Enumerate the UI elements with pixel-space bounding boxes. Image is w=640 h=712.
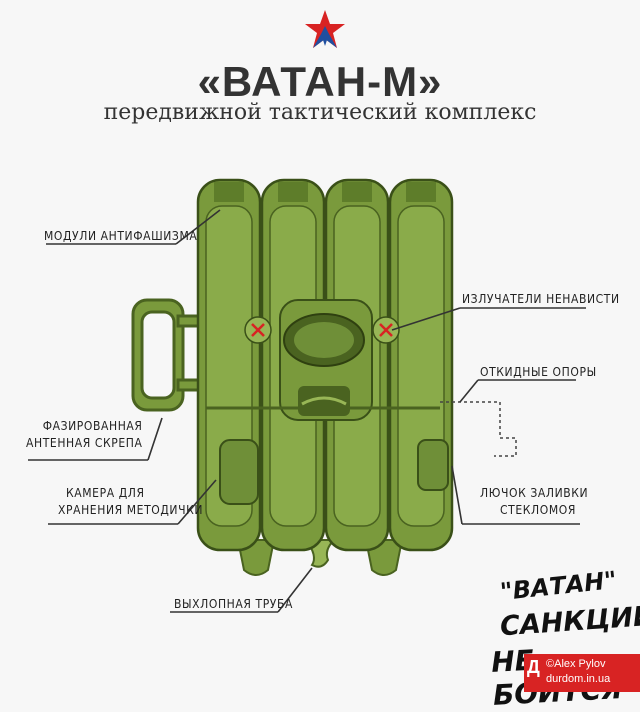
credit-author: ©Alex Pylov <box>546 658 606 670</box>
label-antifascism-modules: МОДУЛИ АНТИФАШИЗМА <box>44 229 198 243</box>
face-plate <box>279 299 373 421</box>
label-hatch-line2: СТЕКЛОМОЯ <box>500 503 576 517</box>
methodics-camera <box>219 439 259 505</box>
label-folding-supports: ОТКИДНЫЕ ОПОРЫ <box>480 365 597 379</box>
glass-washer-hatch <box>417 439 449 491</box>
label-phased-antenna: ФАЗИРОВАННАЯ АНТЕННАЯ СКРЕПА <box>26 418 143 452</box>
credit-badge: Д ©Alex Pylov durdom.in.ua <box>524 654 640 692</box>
antenna-brace <box>131 298 202 412</box>
page-title: «ВАТАН-М» <box>197 58 443 105</box>
label-camera-line1: КАМЕРА ДЛЯ <box>66 486 145 500</box>
page-subtitle: передвижной тактический комплекс <box>103 100 537 125</box>
label-exhaust-pipe: ВЫХЛОПНАЯ ТРУБА <box>174 597 293 611</box>
label-methodics-camera: КАМЕРА ДЛЯ ХРАНЕНИЯ МЕТОДИЧКИ <box>58 485 203 519</box>
label-phased-antenna-line1: ФАЗИРОВАННАЯ <box>42 419 143 433</box>
label-hate-emitters: ИЗЛУЧАТЕЛИ НЕНАВИСТИ <box>462 292 620 306</box>
label-camera-line2: ХРАНЕНИЯ МЕТОДИЧКИ <box>58 503 204 517</box>
infographic: «ВАТАН-М» передвижной тактический компле… <box>26 10 640 712</box>
army-star-icon <box>305 10 345 48</box>
durdom-logo-icon: Д <box>527 657 540 677</box>
credit-site[interactable]: durdom.in.ua <box>546 673 611 685</box>
label-washer-hatch: ЛЮЧОК ЗАЛИВКИ СТЕКЛОМОЯ <box>480 485 588 519</box>
label-hatch-line1: ЛЮЧОК ЗАЛИВКИ <box>480 486 589 500</box>
hate-emitters <box>244 316 400 344</box>
label-phased-antenna-line2: АНТЕННАЯ СКРЕПА <box>26 436 143 450</box>
antifascism-modules <box>214 182 436 202</box>
callout-lines <box>28 209 586 613</box>
folding-supports <box>440 401 517 457</box>
radiator-illustration <box>28 178 586 613</box>
